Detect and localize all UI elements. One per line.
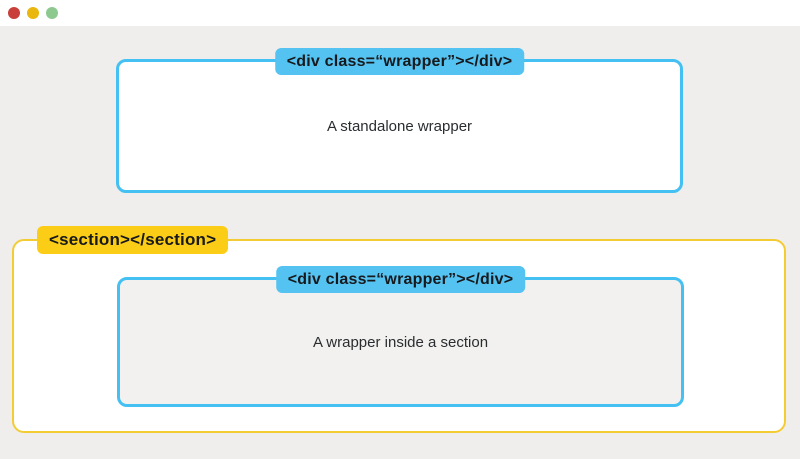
section-box: <section></section> <div class=“wrapper”…	[12, 226, 786, 433]
window-maximize-icon	[46, 7, 58, 19]
window-close-icon	[8, 7, 20, 19]
section-tag-badge: <section></section>	[37, 226, 229, 254]
standalone-wrapper-caption: A standalone wrapper	[326, 117, 473, 135]
window-titlebar	[0, 0, 800, 26]
standalone-wrapper-box: <div class=“wrapper”></div> A standalone…	[116, 48, 683, 193]
nested-wrapper-box: <div class=“wrapper”></div> A wrapper in…	[117, 266, 684, 407]
nested-wrapper-tag-badge: <div class=“wrapper”></div>	[275, 266, 526, 293]
window-minimize-icon	[27, 7, 39, 19]
nested-wrapper-caption: A wrapper inside a section	[312, 333, 489, 351]
standalone-wrapper-tag-badge: <div class=“wrapper”></div>	[274, 48, 525, 75]
